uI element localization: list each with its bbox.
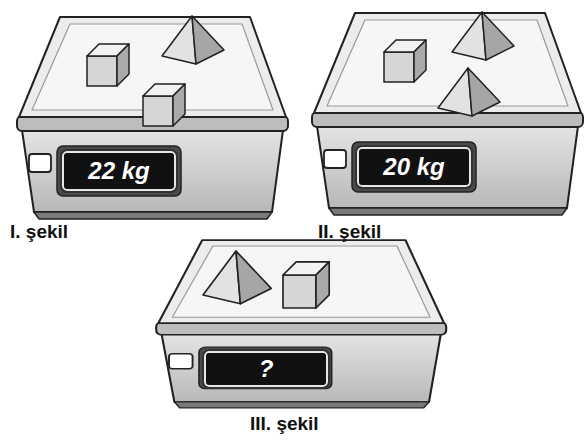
cube (384, 40, 426, 82)
figure-label: II. şekil (318, 222, 381, 243)
pyramid (162, 16, 224, 64)
scale (312, 13, 583, 215)
cube (283, 262, 329, 308)
figure-label: III. şekil (250, 414, 319, 435)
scale-display: 22 kg (62, 151, 176, 191)
display-reading: 22 kg (88, 159, 149, 183)
pyramid (452, 12, 514, 60)
scale-display: 20 kg (357, 147, 471, 187)
cube (143, 84, 185, 126)
cube (87, 44, 129, 86)
pyramid (438, 68, 500, 116)
display-reading: 20 kg (383, 155, 444, 179)
figure-label: I. şekil (10, 222, 68, 243)
scale-display: ? (204, 351, 328, 387)
scale (17, 17, 288, 219)
scale (156, 240, 446, 408)
display-reading: ? (259, 357, 274, 381)
pyramid (203, 251, 271, 304)
